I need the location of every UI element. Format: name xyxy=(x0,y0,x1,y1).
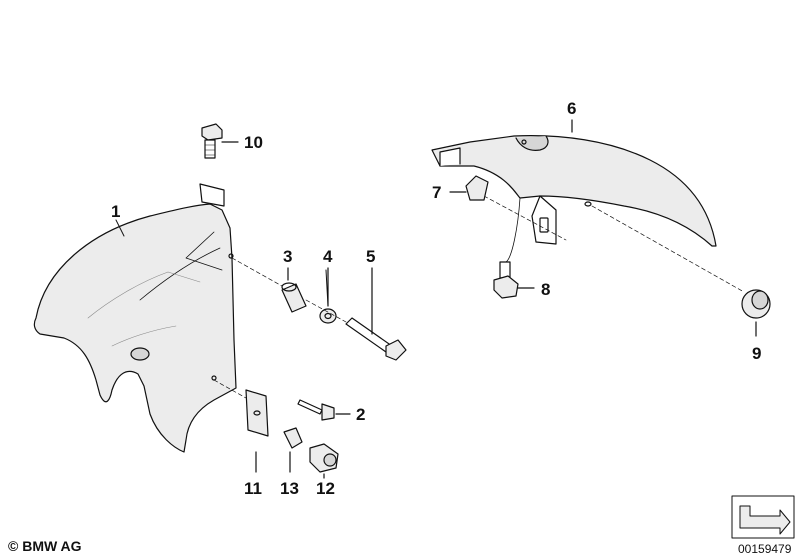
grommet-part xyxy=(741,289,771,337)
leader-lines xyxy=(115,219,329,307)
clip-nut-part xyxy=(449,175,489,201)
callout-12: 12 xyxy=(316,479,335,498)
cap-nut-part xyxy=(309,443,339,479)
callout-9: 9 xyxy=(752,344,762,363)
screw-2-part xyxy=(297,399,351,421)
clip-11-part xyxy=(213,379,269,473)
callout-7: 7 xyxy=(432,183,442,202)
callout-2: 2 xyxy=(356,405,366,424)
front-fender-part xyxy=(33,183,237,453)
callout-5: 5 xyxy=(366,247,376,266)
callout-11: 11 xyxy=(244,479,262,498)
callout-6: 6 xyxy=(567,99,577,118)
callout-10: 10 xyxy=(244,133,263,152)
bolt-8-part xyxy=(493,261,535,299)
callout-4: 4 xyxy=(323,247,333,266)
callout-13: 13 xyxy=(280,479,299,498)
rear-mudguard-part xyxy=(431,119,745,293)
callout-8: 8 xyxy=(541,280,551,299)
callout-3: 3 xyxy=(283,247,293,266)
copyright-text: © BMW AG xyxy=(8,538,82,554)
doc-box xyxy=(731,495,795,539)
washer-part xyxy=(319,267,337,324)
long-bolt-part xyxy=(305,267,407,361)
clamp-13-part xyxy=(283,427,303,473)
spacer-sleeve-part xyxy=(231,257,307,313)
document-number: 00159479 xyxy=(738,542,792,556)
bolt-10-part xyxy=(201,123,239,159)
callout-1: 1 xyxy=(111,202,121,221)
